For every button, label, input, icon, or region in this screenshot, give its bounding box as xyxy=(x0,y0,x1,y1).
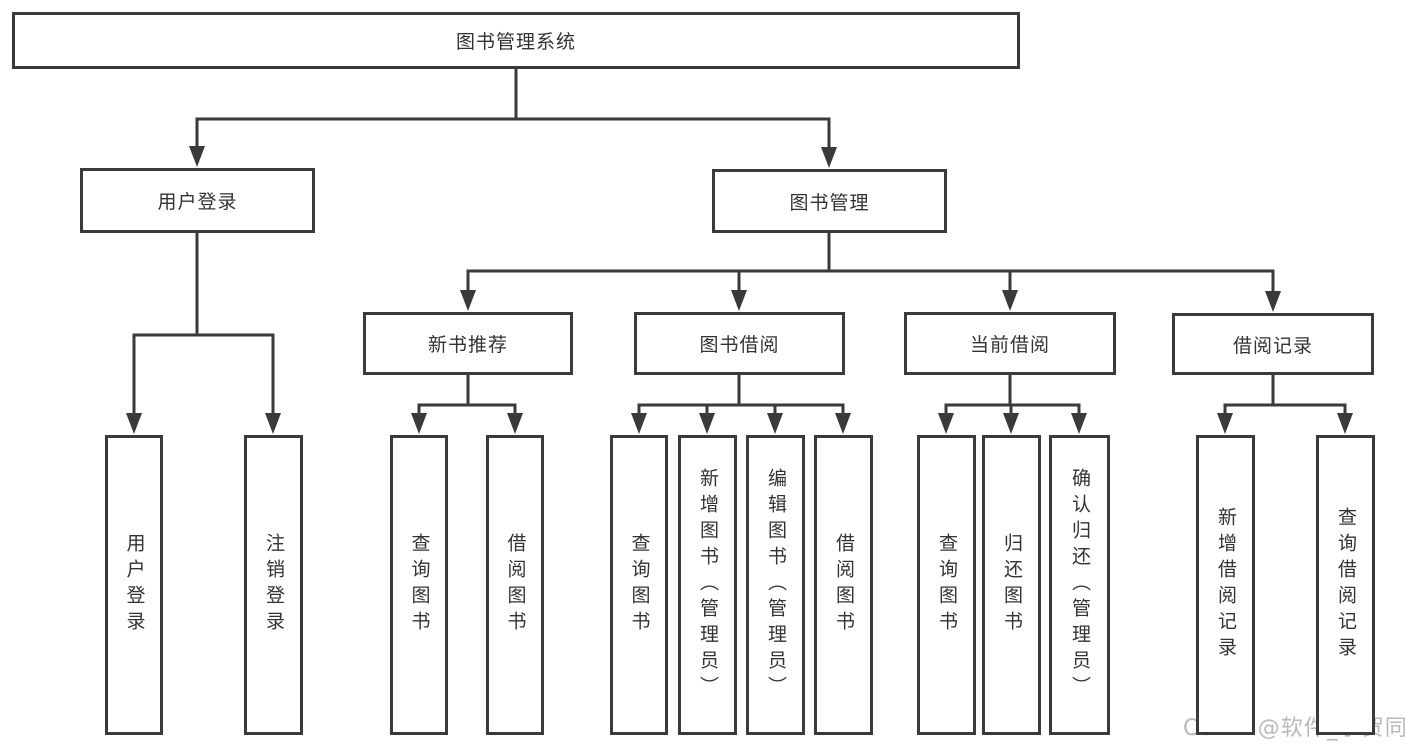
node-query-books-current: 查询图书 xyxy=(917,435,976,735)
arrowhead-icon xyxy=(938,413,954,434)
arrowhead-icon xyxy=(1217,413,1233,434)
arrowhead-icon xyxy=(699,413,715,434)
arrowhead-icon xyxy=(507,413,523,434)
arrowhead-icon xyxy=(460,290,476,311)
node-book-borrowing: 图书借阅 xyxy=(634,312,845,375)
node-current-borrowing: 当前借阅 xyxy=(904,312,1116,375)
node-add-books-admin: 新增图书（管理员） xyxy=(678,435,737,735)
node-borrow-books-borrowing: 借阅图书 xyxy=(814,435,873,735)
node-user-login: 用户登录 xyxy=(80,168,315,233)
node-library-system: 图书管理系统 xyxy=(12,12,1020,69)
node-book-management: 图书管理 xyxy=(712,169,947,233)
node-new-book-recommend: 新书推荐 xyxy=(363,312,573,375)
node-borrow-books-recommend: 借阅图书 xyxy=(486,435,544,735)
arrowhead-icon xyxy=(265,413,281,434)
arrowhead-icon xyxy=(767,413,783,434)
arrowhead-icon xyxy=(631,413,647,434)
node-query-books-recommend: 查询图书 xyxy=(390,435,448,735)
node-query-books-borrowing: 查询图书 xyxy=(610,435,668,735)
node-confirm-return-admin: 确认归还（管理员） xyxy=(1049,435,1110,735)
arrowhead-icon xyxy=(835,413,851,434)
arrowhead-icon xyxy=(1002,290,1018,311)
arrowhead-icon xyxy=(1265,291,1281,312)
arrowhead-icon xyxy=(1071,413,1087,434)
arrowhead-icon xyxy=(731,290,747,311)
node-user-login-leaf: 用户登录 xyxy=(105,435,163,735)
node-add-borrow-record: 新增借阅记录 xyxy=(1196,435,1255,735)
arrowhead-icon xyxy=(821,147,837,168)
arrowhead-icon xyxy=(1337,413,1353,434)
arrowhead-icon xyxy=(411,413,427,434)
arrowhead-icon xyxy=(1003,413,1019,434)
node-borrowing-records: 借阅记录 xyxy=(1172,313,1374,375)
node-return-books: 归还图书 xyxy=(982,435,1041,735)
node-query-borrow-record: 查询借阅记录 xyxy=(1316,435,1375,735)
arrowhead-icon xyxy=(126,413,142,434)
node-edit-books-admin: 编辑图书（管理员） xyxy=(746,435,805,735)
arrowhead-icon xyxy=(189,146,205,167)
node-logout-leaf: 注销登录 xyxy=(244,435,303,735)
